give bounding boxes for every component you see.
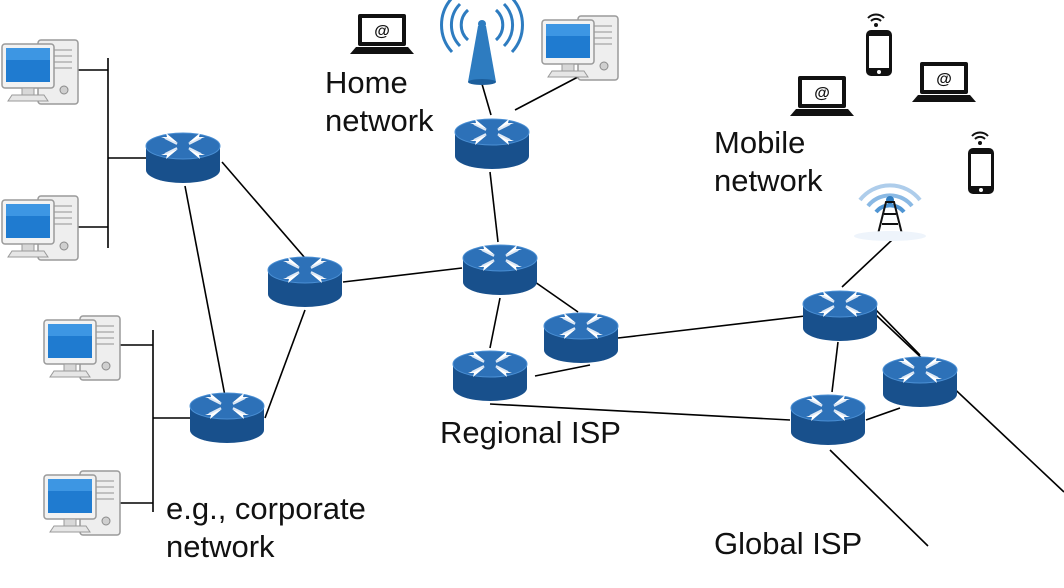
- link-r9-offpage: [829, 449, 929, 547]
- router-home-icon: [454, 118, 530, 170]
- link-r7-r6: [534, 364, 591, 377]
- smartphone-2-icon: [968, 131, 994, 194]
- corporate-network-label: e.g., corporate network: [166, 490, 366, 566]
- router-global-top-icon: [802, 290, 878, 342]
- corporate-desktop-2-icon: [1, 195, 79, 261]
- router-corporate-mid-icon: [267, 256, 343, 308]
- router-regional-top-icon: [462, 244, 538, 296]
- link-r2-r3: [264, 309, 306, 419]
- mobile-network-label-line2: network: [714, 163, 823, 198]
- router-corporate-bottom-icon: [189, 392, 265, 444]
- link-r8-r9: [831, 341, 839, 393]
- home-network-label-line2: network: [325, 103, 434, 138]
- mobile-network-label-line1: Mobile: [714, 125, 806, 160]
- router-global-bottom-icon: [790, 394, 866, 446]
- router-global-right-icon: [882, 356, 958, 408]
- corporate-desktop-3-icon: [43, 315, 121, 381]
- link-r8-offpage: [875, 314, 1064, 493]
- link-r6-r8: [617, 315, 806, 339]
- global-isp-label: Global ISP: [714, 526, 863, 561]
- corporate-network-label-line2: network: [166, 529, 275, 564]
- corporate-desktop-1-icon: [1, 39, 79, 105]
- smartphone-1-icon: [866, 13, 892, 76]
- router-regional-right-icon: [543, 312, 619, 364]
- regional-isp-label: Regional ISP: [440, 415, 621, 450]
- mobile-laptop-2-icon: [912, 62, 976, 102]
- home-laptop-icon: [350, 14, 414, 54]
- link-r4-antenna: [481, 83, 492, 116]
- link-r2-r5: [342, 267, 463, 283]
- mobile-laptop-1-icon: [790, 76, 854, 116]
- network-links: [78, 58, 1064, 547]
- router-corporate-top-icon: [145, 132, 221, 184]
- link-r1-r3: [184, 185, 226, 397]
- link-r8-r10: [875, 309, 921, 356]
- home-network-label: Home network: [325, 64, 434, 140]
- corporate-network-label-line1: e.g., corporate: [166, 491, 366, 526]
- link-r1-r2: [221, 161, 306, 259]
- link-r7-r9: [489, 403, 791, 421]
- link-r8-tower: [841, 239, 893, 288]
- link-r9-r10: [865, 407, 901, 421]
- cell-tower-icon: [854, 183, 926, 241]
- home-network-label-line1: Home: [325, 65, 408, 100]
- link-r5-r6: [534, 281, 579, 313]
- link-r5-r7: [489, 297, 501, 349]
- home-desktop-icon: [541, 15, 619, 81]
- corporate-desktop-4-icon: [43, 470, 121, 536]
- wifi-antenna-icon: [440, 0, 524, 85]
- mobile-network-label: Mobile network: [714, 124, 823, 200]
- router-regional-bottom-icon: [452, 350, 528, 402]
- link-r4-r5: [489, 171, 499, 243]
